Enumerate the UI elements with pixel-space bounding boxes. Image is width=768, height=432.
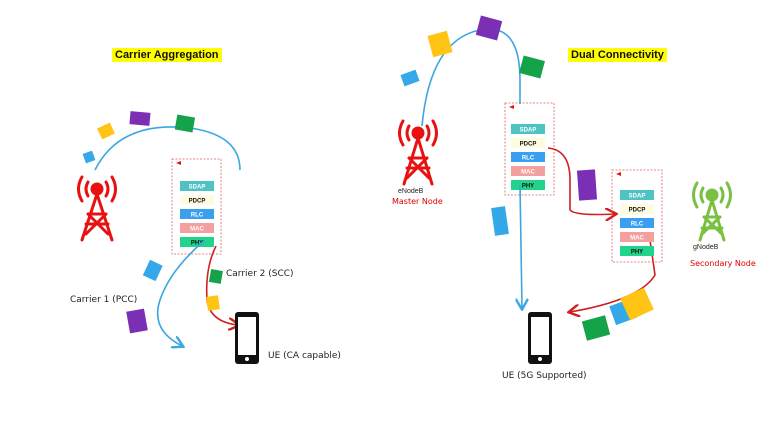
- packet-blue-c1: [142, 259, 163, 282]
- layer-rlc-box: [620, 218, 654, 228]
- layer-rlc-box: [511, 152, 545, 162]
- layer-pdcp-label: PDCP: [189, 198, 206, 204]
- layer-phy-box: [620, 246, 654, 256]
- packet-green: [174, 114, 196, 133]
- packet-blue: [82, 150, 96, 164]
- layer-sdap-box: [511, 124, 545, 134]
- packet-purple: [129, 111, 151, 126]
- phone-right-icon: [528, 312, 552, 364]
- layer-rlc-label: RLC: [522, 155, 535, 161]
- layer-mac-box: [180, 223, 214, 233]
- layer-sdap-box: [620, 190, 654, 200]
- carrier1-path: [156, 239, 206, 346]
- layer-phy-label: PHY: [191, 240, 203, 246]
- layer-phy-box: [511, 180, 545, 190]
- tower-left-icon: [77, 175, 117, 242]
- ue-right-label: UE (5G Supported): [502, 371, 587, 381]
- packet-yellow-c2: [206, 295, 220, 311]
- packet-yellow: [97, 122, 115, 140]
- layer-mac-label: MAC: [190, 226, 204, 232]
- layer-sdap-box: [180, 181, 214, 191]
- layer-rlc-box: [180, 209, 214, 219]
- packet-green-c2: [208, 269, 223, 284]
- carrier2-label: Carrier 2 (SCC): [226, 269, 294, 279]
- layer-sdap-label: SDAP: [629, 193, 646, 199]
- layer-mac-label: MAC: [630, 235, 644, 241]
- layer-pdcp-box: [511, 138, 545, 148]
- packet-yellow-bottom: [620, 287, 654, 321]
- packet-purple-top: [475, 15, 503, 41]
- gnodeb-tower-icon: [692, 181, 732, 242]
- left-top-path: [94, 126, 241, 171]
- protocol-stack-left: SDAP PDCP RLC MAC PHY: [171, 158, 222, 255]
- packet-green-top: [519, 55, 545, 79]
- packet-yellow-top: [427, 30, 453, 58]
- packet-blue-top: [400, 69, 420, 87]
- enodeb-tower-icon: [398, 119, 438, 186]
- layer-pdcp-box: [620, 204, 654, 214]
- layer-rlc-label: RLC: [191, 212, 204, 218]
- pdcp-split-path: [547, 147, 615, 215]
- master-node-label: Master Node: [392, 197, 443, 206]
- packet-purple-mid: [576, 169, 598, 201]
- packet-blue-mid: [491, 206, 509, 236]
- layer-mac-box: [620, 232, 654, 242]
- layer-pdcp-label: PDCP: [629, 207, 646, 213]
- layer-rlc-label: RLC: [631, 221, 644, 227]
- protocol-stack-secondary: SDAP PDCP RLC MAC PHY: [611, 169, 663, 263]
- carrier1-label: Carrier 1 (PCC): [70, 295, 137, 305]
- enodeb-label: eNodeB: [398, 188, 424, 195]
- protocol-stack-master: SDAP PDCP RLC MAC PHY: [504, 102, 555, 196]
- layer-phy-box: [180, 237, 214, 247]
- layer-mac-label: MAC: [521, 169, 535, 175]
- packet-green-bottom: [581, 315, 611, 341]
- packet-purple-c1: [126, 308, 148, 334]
- ue-left-label: UE (CA capable): [268, 351, 341, 361]
- layer-pdcp-label: PDCP: [520, 141, 537, 147]
- master-to-ue-path: [520, 184, 522, 308]
- phone-left-icon: [235, 312, 259, 364]
- layer-phy-label: PHY: [522, 183, 534, 189]
- layer-pdcp-box: [180, 195, 214, 205]
- layer-sdap-label: SDAP: [520, 127, 537, 133]
- layer-phy-label: PHY: [631, 249, 643, 255]
- carrier2-path: [205, 245, 238, 325]
- secondary-node-label: Secondary Node: [690, 259, 756, 268]
- title-dual-connectivity: Dual Connectivity: [568, 48, 667, 62]
- gnodeb-label: gNodeB: [693, 244, 719, 251]
- layer-sdap-label: SDAP: [189, 184, 206, 190]
- title-carrier-aggregation: Carrier Aggregation: [112, 48, 222, 62]
- layer-mac-box: [511, 166, 545, 176]
